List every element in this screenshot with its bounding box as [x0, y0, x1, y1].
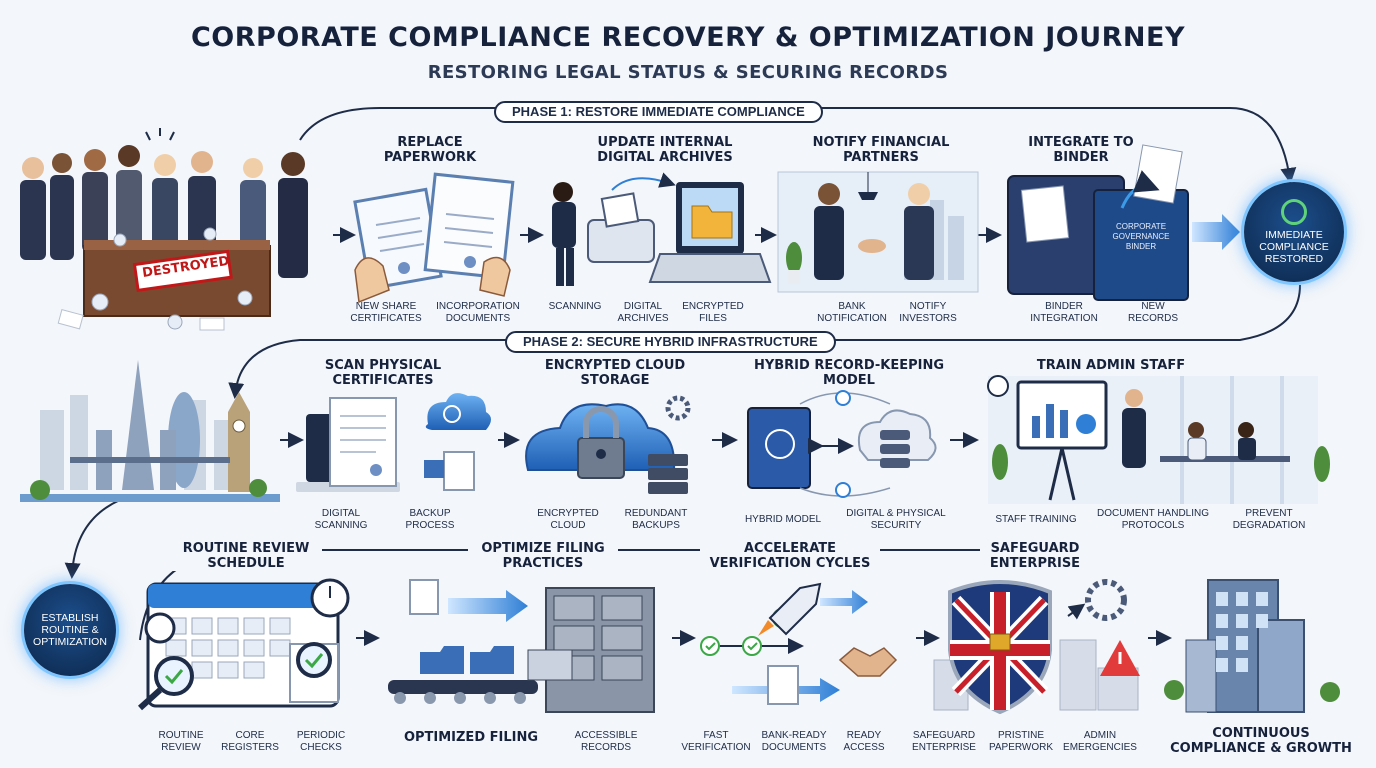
- caption-backup-process: BACKUP PROCESS: [405, 508, 455, 531]
- review-calendar-illustration: [137, 578, 350, 711]
- final-outcome-caption: CONTINUOUS COMPLIANCE & GROWTH: [1170, 726, 1352, 756]
- step-routine-review-title: ROUTINE REVIEW SCHEDULE: [170, 541, 322, 571]
- milestone-establish-routine: ESTABLISH ROUTINE & OPTIMIZATION: [24, 584, 116, 676]
- caption-encrypted-cloud: ENCRYPTED CLOUD: [537, 508, 599, 531]
- caption-redundant-backups: REDUNDANT BACKUPS: [624, 508, 688, 531]
- hybrid-model-illustration: [747, 390, 937, 498]
- binder-label: CORPORATE GOVERNANCE BINDER: [1112, 222, 1170, 251]
- caption-bank-notification: BANK NOTIFICATION: [817, 301, 887, 324]
- phase1-arc: [299, 107, 1297, 184]
- caption-admin-emergencies: ADMIN EMERGENCIES: [1063, 730, 1137, 753]
- check-circle-icon: [1281, 199, 1307, 225]
- staff-training-illustration: [987, 375, 1330, 504]
- step-train-staff-title: TRAIN ADMIN STAFF: [1036, 358, 1186, 373]
- caption-ready-access: READY ACCESS: [843, 730, 885, 753]
- caption-digital-archives: DIGITAL ARCHIVES: [617, 301, 669, 324]
- step-optimize-filing-title: OPTIMIZE FILING PRACTICES: [468, 541, 618, 571]
- filing-cabinet-illustration: [388, 579, 655, 713]
- step-integrate-binder-title: INTEGRATE TO BINDER: [1028, 135, 1134, 165]
- certificate-documents-illustration: [353, 172, 515, 304]
- caption-hybrid-model: HYBRID MODEL: [744, 514, 822, 525]
- london-skyline-illustration: [20, 360, 280, 502]
- caption-core-registers: CORE REGISTERS: [221, 730, 279, 753]
- step-accelerate-verification-title: ACCELERATE VERIFICATION CYCLES: [700, 541, 880, 571]
- phase2-label: PHASE 2: SECURE HYBRID INFRASTRUCTURE: [505, 331, 836, 353]
- encrypted-cloud-illustration: [525, 395, 691, 494]
- page-title: CORPORATE COMPLIANCE RECOVERY & OPTIMIZA…: [190, 22, 1186, 53]
- step-scan-certificates-title: SCAN PHYSICAL CERTIFICATES: [324, 358, 442, 388]
- caption-new-share-certificates: NEW SHARE CERTIFICATES: [350, 301, 422, 324]
- caption-encrypted-files: ENCRYPTED FILES: [682, 301, 744, 324]
- caption-document-handling-protocols: DOCUMENT HANDLING PROTOCOLS: [1096, 508, 1210, 531]
- growth-buildings-illustration: [1164, 579, 1340, 713]
- caption-optimized-filing: OPTIMIZED FILING: [403, 730, 539, 745]
- caption-binder-integration: BINDER INTEGRATION: [1030, 301, 1098, 324]
- scanning-archive-illustration: [552, 172, 772, 286]
- caption-accessible-records: ACCESSIBLE RECORDS: [574, 730, 638, 753]
- milestone2-line3: OPTIMIZATION: [33, 636, 107, 648]
- caption-bank-ready-documents: BANK-READY DOCUMENTS: [761, 730, 827, 753]
- step-safeguard-enterprise-title: SAFEGUARD ENTERPRISE: [980, 541, 1090, 571]
- milestone1-line2: COMPLIANCE: [1259, 241, 1329, 253]
- phase1-label: PHASE 1: RESTORE IMMEDIATE COMPLIANCE: [494, 101, 823, 123]
- caption-safeguard-enterprise: SAFEGUARD ENTERPRISE: [912, 730, 976, 753]
- caption-prevent-degradation: PREVENT DEGRADATION: [1232, 508, 1306, 531]
- milestone1-line3: RESTORED: [1264, 253, 1324, 265]
- caption-notify-investors: NOTIFY INVESTORS: [899, 301, 957, 324]
- step-replace-paperwork-title: REPLACE PAPERWORK: [383, 135, 477, 165]
- phase3-arc: [64, 499, 121, 579]
- scan-certificates-illustration: [296, 393, 491, 492]
- caption-digital-physical-security: DIGITAL & PHYSICAL SECURITY: [846, 508, 946, 531]
- caption-periodic-checks: PERIODIC CHECKS: [296, 730, 346, 753]
- caption-pristine-paperwork: PRISTINE PAPERWORK: [988, 730, 1054, 753]
- milestone2-line2: ROUTINE &: [41, 624, 99, 636]
- phase2-arc: [228, 284, 1301, 399]
- caption-routine-review: ROUTINE REVIEW: [158, 730, 204, 753]
- step-encrypted-cloud-title: ENCRYPTED CLOUD STORAGE: [544, 358, 686, 388]
- caption-digital-scanning: DIGITAL SCANNING: [314, 508, 368, 531]
- step-hybrid-model-title: HYBRID RECORD-KEEPING MODEL: [753, 358, 945, 388]
- milestone2-line1: ESTABLISH: [41, 612, 99, 624]
- uk-shield-illustration: [933, 579, 1140, 715]
- caption-new-records: NEW RECORDS: [1127, 301, 1178, 324]
- caption-staff-training: STAFF TRAINING: [995, 514, 1077, 525]
- governance-binder-illustration: [1007, 144, 1189, 301]
- step-notify-partners-title: NOTIFY FINANCIAL PARTNERS: [812, 135, 950, 165]
- verification-rocket-illustration: [700, 582, 898, 705]
- milestone1-line1: IMMEDIATE: [1265, 229, 1323, 241]
- upset-team-illustration: [20, 128, 308, 331]
- page-subtitle: RESTORING LEGAL STATUS & SECURING RECORD…: [427, 62, 949, 83]
- caption-fast-verification: FAST VERIFICATION: [681, 730, 751, 753]
- caption-scanning: SCANNING: [548, 301, 602, 312]
- handshake-partners-illustration: [777, 171, 979, 293]
- caption-incorporation-documents: INCORPORATION DOCUMENTS: [436, 301, 520, 324]
- milestone-immediate-compliance: IMMEDIATE COMPLIANCE RESTORED: [1244, 182, 1344, 282]
- step-update-archives-title: UPDATE INTERNAL DIGITAL ARCHIVES: [597, 135, 733, 165]
